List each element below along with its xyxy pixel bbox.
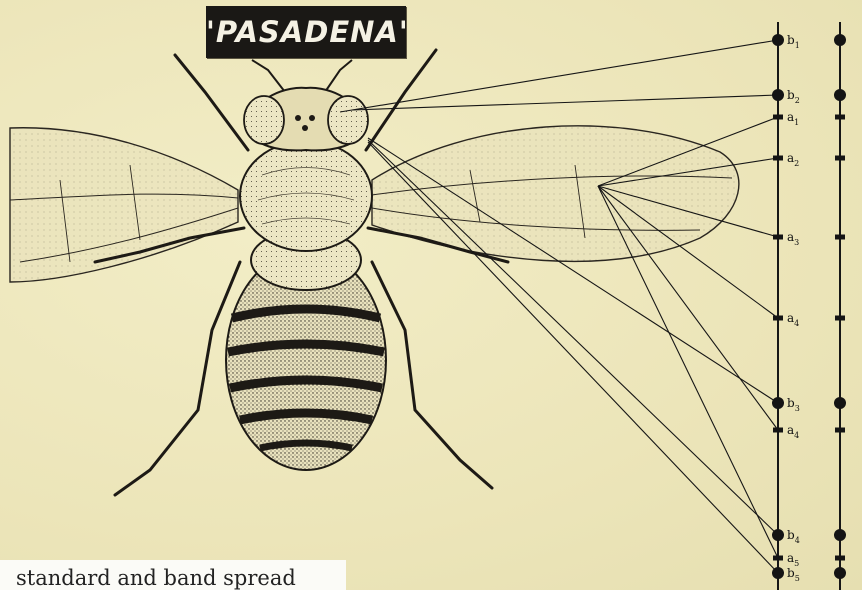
scale-marker-right-a2-3 xyxy=(835,156,845,161)
marker-label-a3-4: a3 xyxy=(787,230,799,247)
marker-label-b4-8: b4 xyxy=(787,528,800,545)
marker-label-a1-2: a1 xyxy=(787,110,799,127)
scale-marker-right-b4-8 xyxy=(834,529,846,541)
scale-marker-left-b3-6 xyxy=(772,397,784,409)
scale-marker-left-a3-4 xyxy=(773,235,783,240)
scale-marker-right-b5-10 xyxy=(834,567,846,579)
scale-marker-left-b5-10 xyxy=(772,567,784,579)
marker-label-b3-6: b3 xyxy=(787,396,800,413)
caption-strip: standard and band spread xyxy=(0,560,346,590)
marker-label-b1-0: b1 xyxy=(787,33,800,50)
scale-marker-right-a4-5 xyxy=(835,316,845,321)
scale-marker-right-a1-2 xyxy=(835,115,845,120)
scale-marker-left-a4-5 xyxy=(773,316,783,321)
left-wing xyxy=(10,128,238,282)
scale-marker-left-a2-3 xyxy=(773,156,783,161)
title-plate: 'PASADENA' xyxy=(206,6,406,58)
scale-marker-left-b1-0 xyxy=(772,34,784,46)
thorax xyxy=(240,141,372,290)
title-label: 'PASADENA' xyxy=(206,6,406,58)
marker-label-a4-5: a4 xyxy=(787,311,799,328)
marker-label-a2-3: a2 xyxy=(787,151,799,168)
leader-lines xyxy=(340,40,778,573)
marker-label-b5-10: b5 xyxy=(787,566,800,583)
marker-label-b2-1: b2 xyxy=(787,88,800,105)
scale-marker-left-a4-7 xyxy=(773,428,783,433)
scale-marker-right-a5-9 xyxy=(835,556,845,561)
caption-text: standard and band spread xyxy=(16,566,296,590)
scale-marker-right-b1-0 xyxy=(834,34,846,46)
scale-marker-right-a3-4 xyxy=(835,235,845,240)
scale-marker-left-b4-8 xyxy=(772,529,784,541)
scale-marker-left-a5-9 xyxy=(773,556,783,561)
scale-marker-left-a1-2 xyxy=(773,115,783,120)
scale-marker-right-b3-6 xyxy=(834,397,846,409)
head xyxy=(244,88,368,151)
scale-marker-right-a4-7 xyxy=(835,428,845,433)
marker-label-a4-7: a4 xyxy=(787,423,799,440)
scale-marker-right-b2-1 xyxy=(834,89,846,101)
scale-marker-left-b2-1 xyxy=(772,89,784,101)
